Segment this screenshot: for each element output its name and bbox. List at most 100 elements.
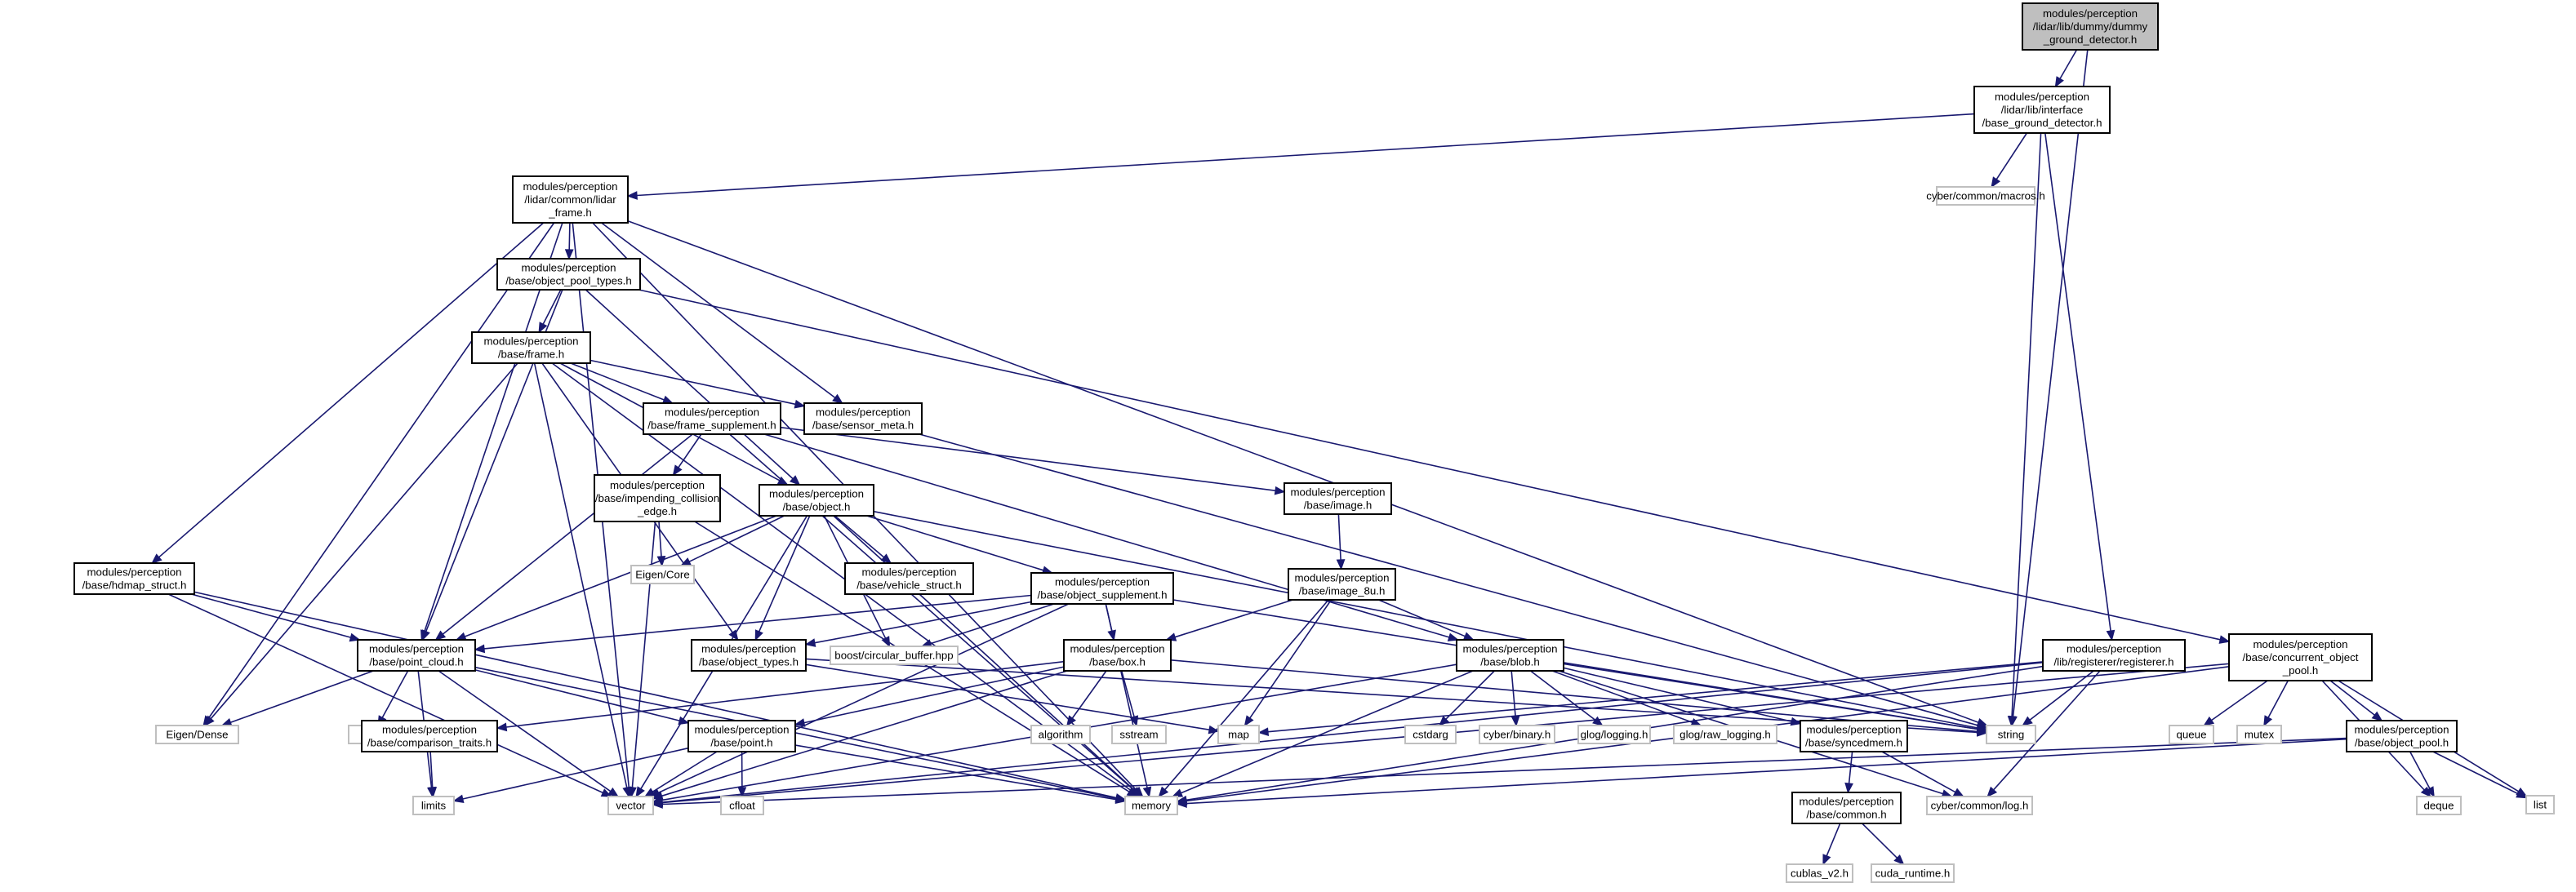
edge-line <box>424 222 563 632</box>
node-syncedmem[interactable]: modules/perception/base/syncedmem.h <box>1800 720 1908 752</box>
node-ice[interactable]: modules/perception/base/impending_collis… <box>594 474 721 522</box>
node-cop[interactable]: modules/perception/base/concurrent_objec… <box>2228 633 2373 681</box>
edge-opool-to-memory <box>1176 738 2347 808</box>
node-label-line: boost/circular_buffer.hpp <box>834 650 953 662</box>
node-memory: memory <box>1124 796 1178 815</box>
node-label-line: cublas_v2.h <box>1791 868 1849 880</box>
arrowhead-icon <box>1592 716 1604 726</box>
edge-object-to-otypes <box>754 515 811 641</box>
node-dummy[interactable]: modules/perception/lidar/lib/dummy/dummy… <box>2022 2 2159 51</box>
arrowhead-icon <box>754 629 763 641</box>
edge-blob-to-glogl <box>1530 670 1604 726</box>
node-label-line: modules/perception <box>861 566 956 579</box>
node-lidar_frame[interactable]: modules/perception/lidar/common/lidar_fr… <box>512 175 629 224</box>
edge-line <box>585 289 794 480</box>
arrowhead-icon <box>832 393 843 404</box>
node-string: string <box>1986 725 2036 744</box>
edge-line <box>1170 659 1978 733</box>
edge-bgd-to-lidar_frame <box>626 113 1975 200</box>
node-smeta[interactable]: modules/perception/base/sensor_meta.h <box>803 402 923 435</box>
node-box <box>1111 725 1167 744</box>
edge-cop-to-opool <box>2329 680 2383 721</box>
edge-point-to-cfloat <box>737 751 747 798</box>
edge-object-to-pcloud <box>455 515 777 641</box>
edge-bgd-to-macros <box>1991 132 2028 189</box>
node-label-line: modules/perception <box>816 406 910 419</box>
node-opool[interactable]: modules/perception/base/object_pool.h <box>2346 720 2458 752</box>
node-label-line: _edge.h <box>637 505 677 517</box>
node-label-line: Eigen/Core <box>635 569 690 581</box>
node-hdmap[interactable]: modules/perception/base/hdmap_struct.h <box>73 562 195 595</box>
edge-line <box>1337 513 1341 561</box>
edge-line <box>661 662 2044 803</box>
node-bgd[interactable]: modules/perception/lidar/lib/interface/b… <box>1973 86 2111 134</box>
edge-osup-to-pcloud <box>474 594 1032 654</box>
node-vstruct[interactable]: modules/perception/base/vehicle_struct.h <box>844 562 974 595</box>
edge-line <box>1164 599 1329 791</box>
node-point[interactable]: modules/perception/base/point.h <box>687 720 796 752</box>
node-box[interactable]: modules/perception/base/box.h <box>1063 639 1172 672</box>
edge-line <box>2029 670 2094 721</box>
node-object[interactable]: modules/perception/base/object.h <box>759 484 874 517</box>
node-osup[interactable]: modules/perception/base/object_supplemen… <box>1030 572 1174 605</box>
node-limits: limits <box>412 796 455 815</box>
arrowhead-icon <box>652 800 663 809</box>
node-box <box>1030 725 1091 744</box>
edge-line <box>483 594 1032 650</box>
node-label-line: /base/object_types.h <box>699 656 799 668</box>
arrowhead-icon <box>789 475 801 486</box>
edge-point-to-limits <box>452 747 689 804</box>
node-ctraits[interactable]: modules/perception/base/comparison_trait… <box>361 720 498 752</box>
node-label-line: Eigen/Dense <box>166 729 228 741</box>
node-label-line: cyber/common/log.h <box>1931 800 2029 812</box>
edge-box-to-algorithm <box>1066 670 1107 727</box>
node-box <box>830 646 959 665</box>
node-eigencore: Eigen/Core <box>630 565 695 584</box>
node-glograw: glog/raw_logging.h <box>1673 725 1777 744</box>
node-box <box>720 796 764 815</box>
node-label-line: /base/object_supplement.h <box>1038 589 1168 601</box>
node-label-line: /base/frame_supplement.h <box>647 419 776 432</box>
node-blob[interactable]: modules/perception/base/blob.h <box>1456 639 1564 672</box>
edge-line <box>542 289 562 325</box>
node-label-line: cstdarg <box>1413 729 1448 741</box>
node-frame[interactable]: modules/perception/base/frame.h <box>471 331 591 364</box>
node-common[interactable]: modules/perception/base/common.h <box>1791 792 1902 824</box>
arrowhead-icon <box>1844 782 1853 794</box>
edge-line <box>661 737 2347 805</box>
edge-object-to-memory <box>833 515 1143 798</box>
node-opt[interactable]: modules/perception/base/object_pool_type… <box>496 258 641 291</box>
edge-line <box>1105 603 1148 788</box>
node-vector: vector <box>607 796 654 815</box>
arrowhead-icon <box>1131 787 1143 798</box>
edge-hdmap-to-vector <box>167 593 612 797</box>
edge-line <box>167 593 603 794</box>
arrowhead-icon <box>452 794 465 804</box>
node-label-line: memory <box>1132 800 1171 812</box>
edge-line <box>1848 751 1853 784</box>
node-label-line: mutex <box>2245 729 2275 741</box>
edge-common-to-cudart <box>1862 823 1905 866</box>
edge-line <box>1993 670 2101 791</box>
node-pcloud[interactable]: modules/perception/base/point_cloud.h <box>357 639 476 672</box>
edge-line <box>930 603 1055 645</box>
arrowhead-icon <box>881 636 891 648</box>
node-layer: modules/perception/lidar/lib/dummy/dummy… <box>73 2 2555 883</box>
node-box <box>1786 863 1853 883</box>
node-label-line: /base/blob.h <box>1480 656 1539 668</box>
node-box <box>691 639 807 672</box>
node-label-line: modules/perception <box>1290 486 1385 499</box>
node-otypes[interactable]: modules/perception/base/object_types.h <box>691 639 807 672</box>
edge-line <box>1826 823 1841 857</box>
node-label-line: /base/vehicle_struct.h <box>856 579 962 592</box>
node-image[interactable]: modules/perception/base/image.h <box>1284 482 1392 515</box>
node-glogl: glog/logging.h <box>1577 725 1651 744</box>
edge-line <box>230 670 374 724</box>
edge-line <box>465 515 777 637</box>
node-label-line: modules/perception <box>1995 91 2089 103</box>
node-fsup[interactable]: modules/perception/base/frame_supplement… <box>643 402 781 435</box>
arrowhead-icon <box>2054 76 2064 88</box>
edge-line <box>803 666 1065 724</box>
node-image8u[interactable]: modules/perception/base/image_8u.h <box>1288 568 1396 601</box>
node-registerer[interactable]: modules/perception/lib/registerer/regist… <box>2042 639 2186 672</box>
